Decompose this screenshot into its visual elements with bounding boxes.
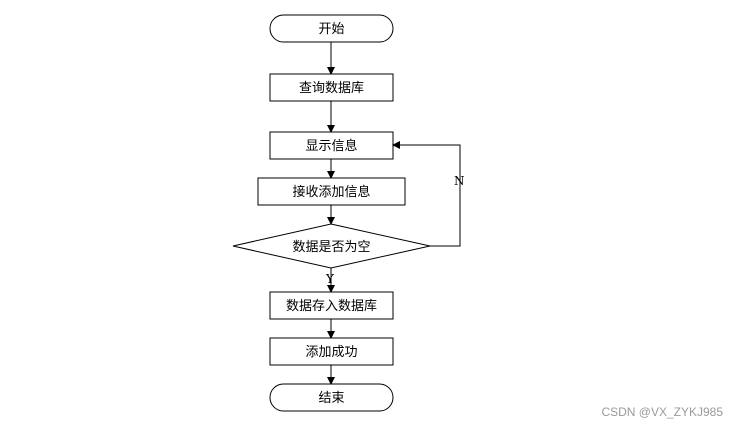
end-label: 结束 xyxy=(318,391,344,406)
show-info-label: 显示信息 xyxy=(305,138,357,154)
show-info-node: 显示信息 xyxy=(269,131,394,160)
start-node: 开始 xyxy=(269,14,394,43)
edge-label-no: N xyxy=(454,174,465,188)
add-success-node: 添加成功 xyxy=(269,337,394,366)
store-database-node: 数据存入数据库 xyxy=(269,291,394,320)
edge-label-yes: Y xyxy=(325,272,335,286)
arrow-no-loop-to-show xyxy=(392,141,461,247)
query-database-label: 查询数据库 xyxy=(299,80,364,96)
store-database-label: 数据存入数据库 xyxy=(286,298,377,314)
receive-add-info-node: 接收添加信息 xyxy=(257,177,406,206)
start-label: 开始 xyxy=(318,22,344,37)
watermark-text: CSDN @VX_ZYKJ985 xyxy=(601,405,723,419)
receive-add-info-label: 接收添加信息 xyxy=(292,184,370,200)
decision-empty-node: 数据是否为空 xyxy=(232,223,431,269)
end-node: 结束 xyxy=(269,383,394,412)
decision-empty-label: 数据是否为空 xyxy=(292,240,370,255)
query-database-node: 查询数据库 xyxy=(269,73,394,102)
add-success-label: 添加成功 xyxy=(305,345,357,360)
